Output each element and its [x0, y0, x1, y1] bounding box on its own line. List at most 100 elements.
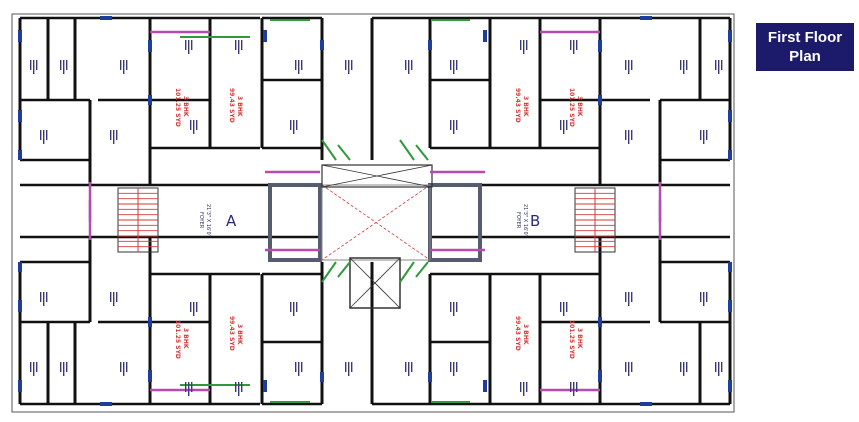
room-label-stroke: [345, 362, 347, 372]
room-label-stroke: [30, 60, 32, 70]
room-label-stroke: [30, 362, 32, 372]
unit-1-area: 101.25 SYD: [174, 88, 181, 127]
room-label-stroke: [570, 382, 572, 392]
room-label-stroke: [46, 292, 48, 302]
room-label-mark: [30, 362, 38, 376]
central-core: [321, 184, 431, 261]
room-label-mark: [570, 382, 578, 396]
unit-3-area: 99.43 SYD: [514, 88, 521, 123]
room-label-mark: [290, 120, 298, 134]
unit-7-config: 3 BHK: [522, 324, 529, 345]
room-label-stroke: [126, 60, 128, 70]
room-label-mark: [560, 120, 568, 134]
room-label-stroke: [450, 302, 452, 312]
room-label-stroke: [631, 130, 633, 140]
door-bottom-3: [337, 261, 351, 278]
room-label-stroke: [408, 60, 410, 74]
room-label-stroke: [456, 60, 458, 70]
room-label-stroke: [523, 382, 525, 396]
room-label-stroke: [625, 130, 627, 140]
room-label-stroke: [188, 382, 190, 396]
room-label-stroke: [570, 40, 572, 50]
floor-title-line2: Plan: [789, 48, 821, 65]
room-label-stroke: [296, 120, 298, 130]
room-label-stroke: [293, 120, 295, 134]
room-label-stroke: [33, 60, 35, 74]
room-label-mark: [185, 40, 193, 54]
room-label-stroke: [43, 130, 45, 144]
unit-6-config: 3 BHK: [236, 324, 243, 345]
duct-top-diag-2: [321, 164, 433, 188]
room-label-stroke: [36, 60, 38, 70]
room-label-stroke: [110, 130, 112, 140]
unit-2-area: 99.43 SYD: [228, 88, 235, 123]
room-label-stroke: [351, 362, 353, 372]
room-label-mark: [110, 292, 118, 306]
unit-8-config: 3 BHK: [576, 328, 583, 349]
room-label-stroke: [196, 302, 198, 312]
room-label-mark: [700, 130, 708, 144]
room-label-stroke: [560, 120, 562, 130]
room-label-stroke: [563, 120, 565, 134]
room-label-stroke: [66, 362, 68, 372]
room-label-stroke: [703, 292, 705, 306]
room-label-stroke: [700, 130, 702, 140]
room-label-stroke: [628, 60, 630, 74]
room-label-mark: [625, 292, 633, 306]
room-label-stroke: [351, 60, 353, 70]
room-label-stroke: [60, 60, 62, 70]
room-label-stroke: [295, 60, 297, 70]
room-label-stroke: [450, 120, 452, 130]
room-label-mark: [290, 302, 298, 316]
room-label-mark: [60, 362, 68, 376]
room-label-stroke: [628, 362, 630, 376]
room-label-mark: [295, 362, 303, 376]
duct-diag-2: [349, 257, 401, 309]
room-label-stroke: [63, 362, 65, 376]
stair-a: [117, 187, 159, 253]
room-label-mark: [190, 302, 198, 316]
room-label-stroke: [295, 362, 297, 372]
room-label-stroke: [348, 60, 350, 74]
room-label-stroke: [453, 362, 455, 376]
room-label-stroke: [185, 40, 187, 50]
room-label-stroke: [63, 60, 65, 74]
unit-2-config: 3 BHK: [236, 96, 243, 117]
room-label-mark: [405, 60, 413, 74]
room-label-stroke: [706, 130, 708, 140]
room-label-stroke: [113, 130, 115, 144]
unit-4-config: 3 BHK: [576, 96, 583, 117]
room-label-stroke: [450, 362, 452, 372]
room-label-stroke: [405, 362, 407, 372]
room-label-mark: [30, 60, 38, 74]
room-label-stroke: [703, 130, 705, 144]
room-label-mark: [190, 120, 198, 134]
room-label-stroke: [686, 362, 688, 372]
room-label-stroke: [241, 382, 243, 392]
room-label-stroke: [298, 60, 300, 74]
room-label-stroke: [123, 362, 125, 376]
unit-8-area: 101.25 SYD: [568, 320, 575, 359]
room-label-stroke: [405, 60, 407, 70]
block-b-foyer-size: 21'3" X 16'0": [522, 204, 528, 237]
room-label-stroke: [453, 60, 455, 74]
room-label-stroke: [123, 60, 125, 74]
room-label-mark: [120, 60, 128, 74]
room-label-mark: [450, 120, 458, 134]
room-label-stroke: [238, 40, 240, 54]
room-label-stroke: [625, 362, 627, 372]
block-a-foyer-label: FOYER: [198, 212, 204, 229]
room-label-stroke: [625, 292, 627, 302]
room-label-stroke: [560, 302, 562, 312]
room-label-stroke: [196, 120, 198, 130]
room-label-stroke: [293, 302, 295, 316]
room-label-stroke: [193, 302, 195, 316]
room-label-stroke: [190, 302, 192, 312]
room-label-stroke: [36, 362, 38, 372]
stair-b: [574, 187, 616, 253]
room-label-mark: [700, 292, 708, 306]
door-top-5: [415, 144, 429, 161]
room-label-stroke: [188, 40, 190, 54]
floor-title-badge: First Floor Plan: [756, 23, 854, 71]
room-label-mark: [570, 40, 578, 54]
